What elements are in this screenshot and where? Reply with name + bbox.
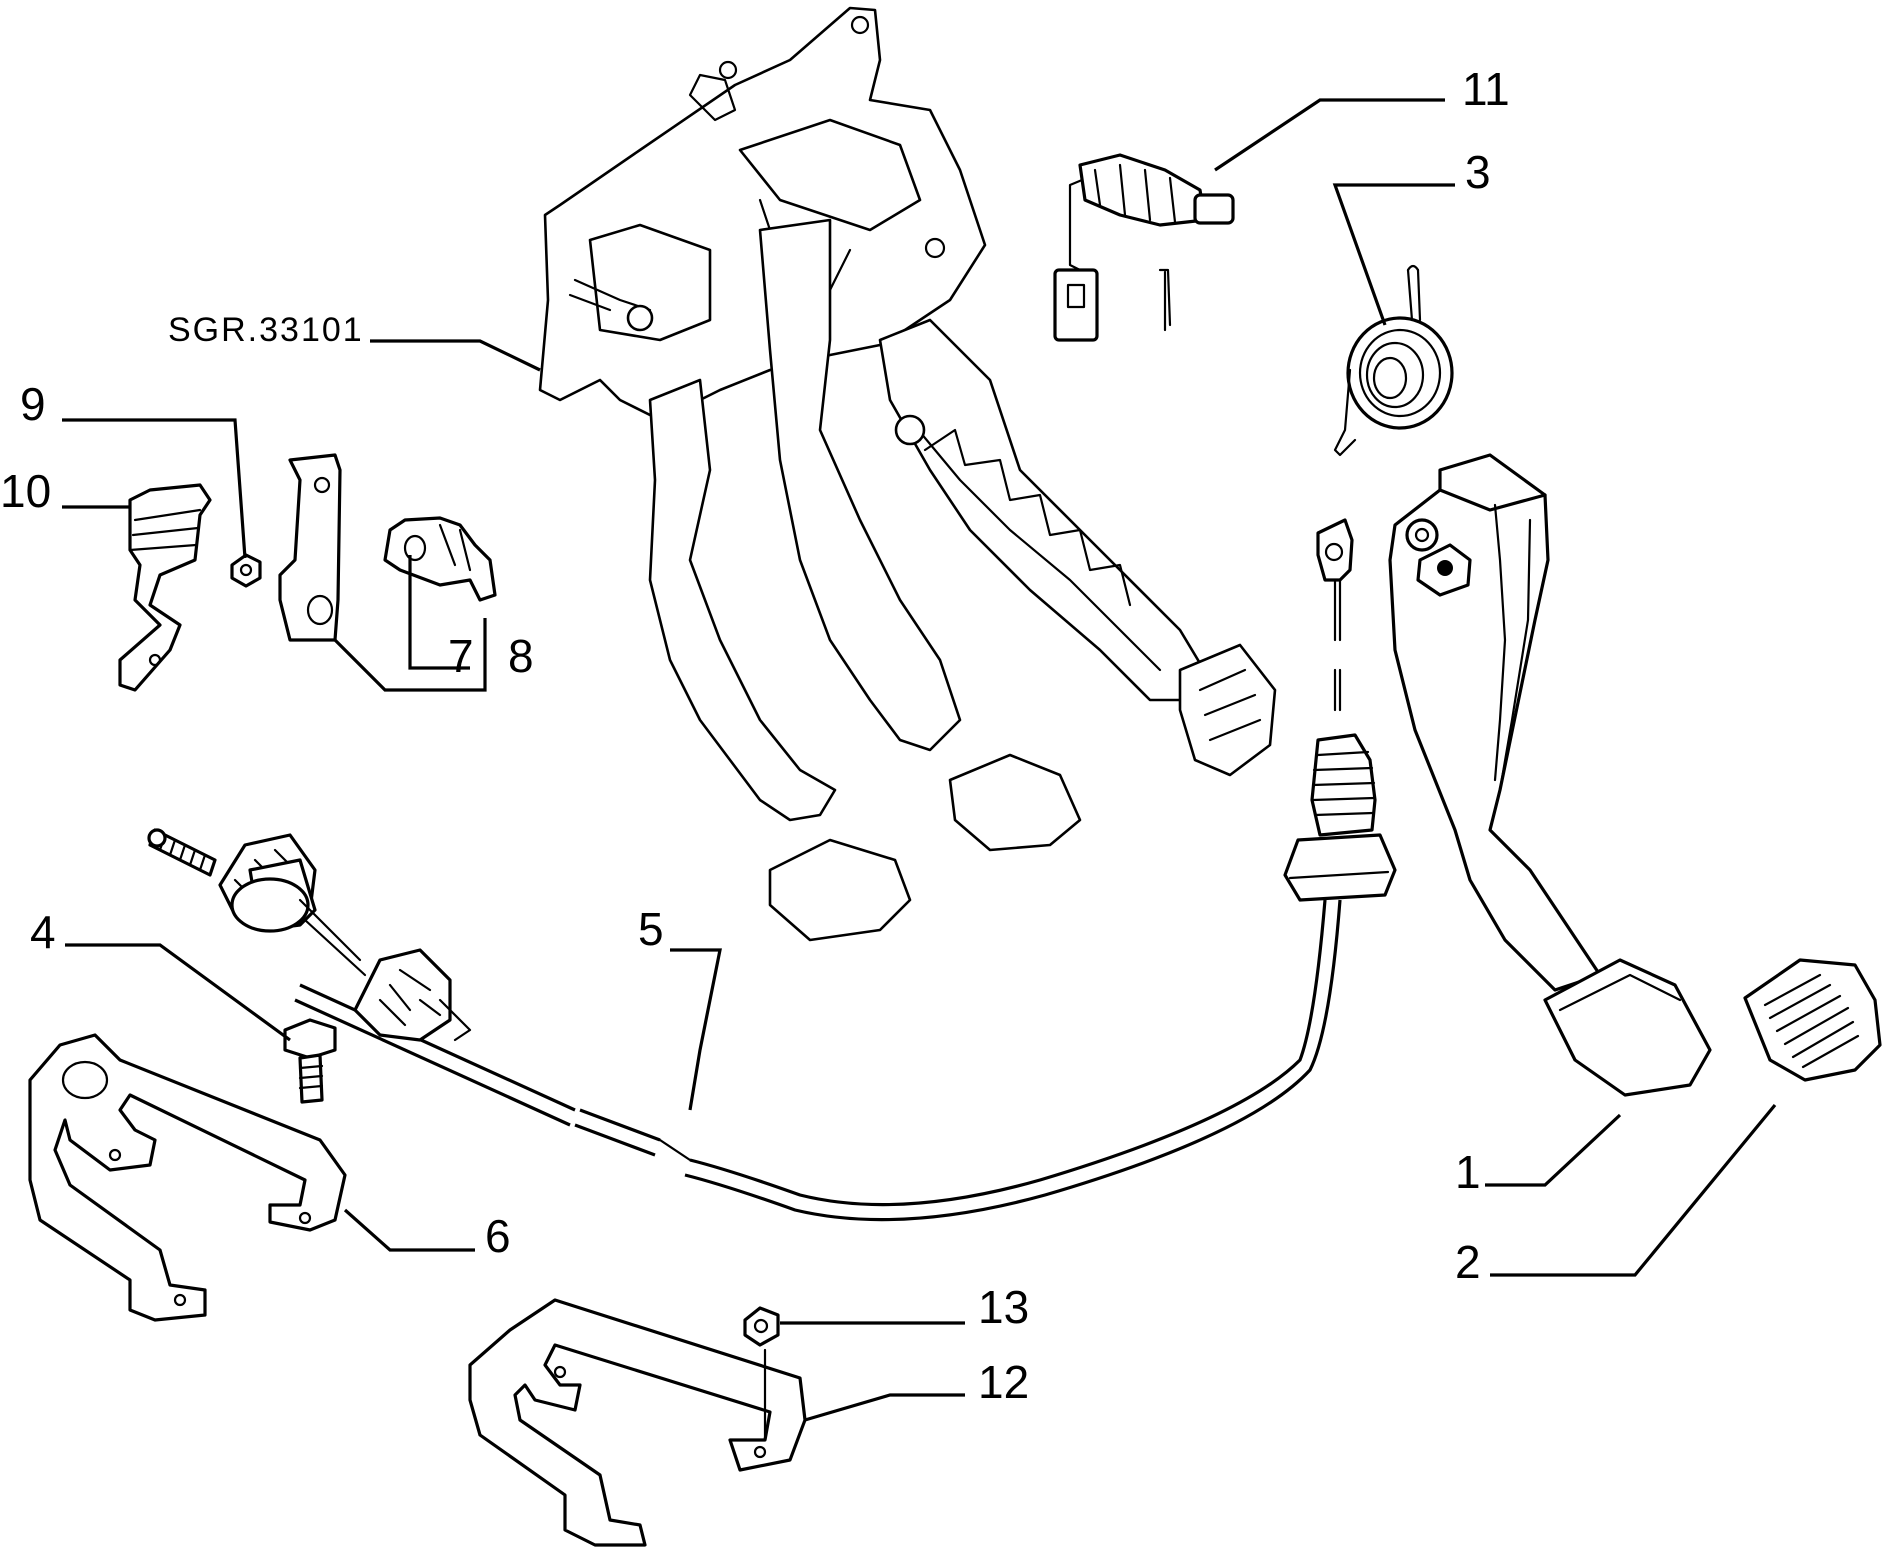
callout-4: 4 [30, 906, 56, 958]
leader-3 [1332, 183, 1455, 326]
return-spring-part [1158, 264, 1454, 457]
stop-switch-part [1053, 153, 1235, 342]
leader-9 [62, 418, 247, 559]
reference-code-label: SGR.33101 [168, 311, 364, 349]
callout-13: 13 [978, 1281, 1029, 1333]
leader-5 [670, 948, 722, 1111]
callout-7: 7 [448, 630, 474, 682]
rubber-pad-part [1743, 958, 1882, 1082]
callout-11: 11 [1462, 63, 1510, 115]
leader-11 [1214, 98, 1445, 172]
callout-6: 6 [485, 1210, 511, 1262]
bracket-part [28, 1033, 347, 1322]
lower-bracket-part [468, 1298, 807, 1547]
callout-3: 3 [1465, 146, 1491, 198]
pedal-lever-part [1388, 453, 1712, 1097]
callout-9: 9 [20, 378, 46, 430]
clutch-cable-part [147, 518, 1397, 1222]
leader-1 [1485, 1113, 1622, 1187]
support-part-10 [118, 483, 212, 692]
leader-12 [804, 1393, 965, 1422]
callout-5: 5 [638, 903, 664, 955]
callout-labels: SGR.33101 9 10 7 8 4 5 6 11 3 1 2 13 12 [0, 63, 1510, 1408]
leader-6 [343, 1208, 475, 1252]
leader-2 [1490, 1103, 1777, 1277]
callout-2: 2 [1455, 1236, 1481, 1288]
leader-7-8 [408, 555, 487, 670]
pedal-box-assembly [538, 6, 1277, 942]
leader-7-8-b [333, 638, 487, 692]
callout-8: 8 [508, 630, 534, 682]
callout-1: 1 [1455, 1146, 1481, 1198]
clip-part-8 [383, 516, 497, 602]
nut-part-9 [230, 553, 262, 588]
leader-ref-code [370, 339, 541, 372]
leader-4 [65, 943, 291, 1042]
leader-lines [62, 98, 1777, 1422]
hex-nut-part [743, 1306, 780, 1347]
callout-12: 12 [978, 1356, 1029, 1408]
bolt-part [283, 1018, 337, 1104]
plate-part-7 [278, 453, 342, 642]
callout-10: 10 [0, 465, 51, 517]
